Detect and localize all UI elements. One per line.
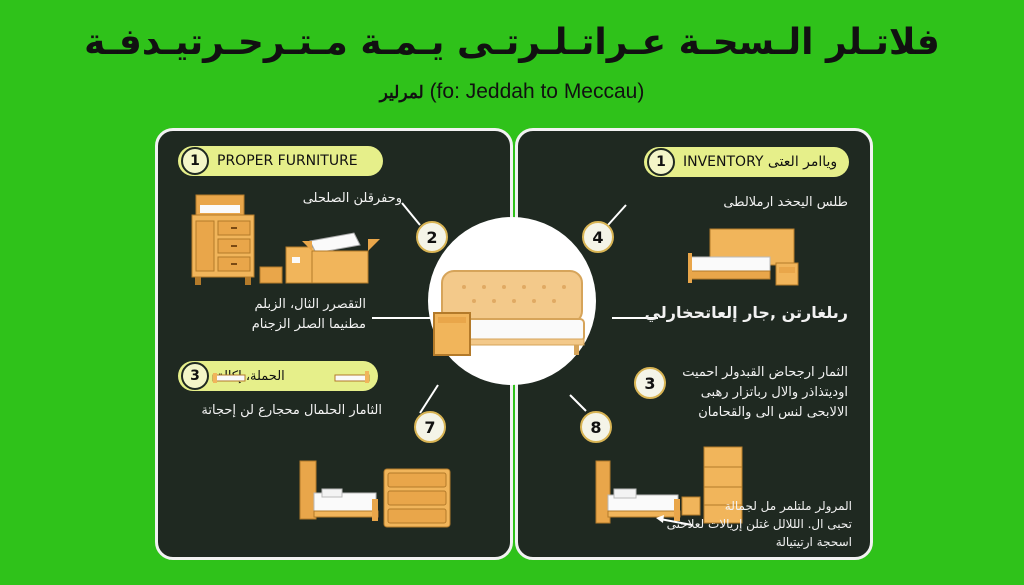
left-pill-1-number: 1 <box>181 147 209 175</box>
left-step-badge-2: 2 <box>416 221 448 253</box>
right-step-badge-8: 8 <box>580 411 612 443</box>
right-pill-inventory: 1 INVENTORY وياامر العتى <box>644 147 849 177</box>
dresser-illustration <box>191 194 255 285</box>
left-text-b-line-2: مطنيما الصلر الزجنام <box>251 317 366 332</box>
right-text-d-line-3: اسحجة ارتيتيالة <box>775 535 852 549</box>
right-text-b: رىلغارتن ,جار إلعاتحخارلي <box>644 303 848 322</box>
bed-nightstand-bookshelf-illustration <box>595 446 743 524</box>
pill-3-beds-icon <box>212 371 370 383</box>
page-subtitle: لمرلير (fo: Jeddah to Meccau) <box>0 80 1024 104</box>
right-leader-lines <box>569 204 658 412</box>
subtitle-arabic-prefix: لمرلير <box>379 83 424 102</box>
subtitle-route: (fo: Jeddah to Meccau) <box>429 80 645 103</box>
left-text-c: الثامار الحلمال محجارع لن إحجاتة <box>201 403 382 418</box>
left-text-b-line-1: التقصرر الثال، الزبلم <box>254 297 366 312</box>
upholstered-bed-center-illustration <box>433 270 585 356</box>
right-pill-1-label: INVENTORY وياامر العتى <box>683 154 838 170</box>
packing-boxes-illustration <box>259 232 380 284</box>
left-step-badge-7: 7 <box>414 411 446 443</box>
right-pill-1-number: 1 <box>647 148 675 176</box>
bed-illustration <box>299 460 379 521</box>
right-text-c-line-2: اوديتذاذر والال رباتزار رهبى <box>700 385 848 400</box>
right-text-a: طلس اليحخد ارملالطى <box>723 195 848 210</box>
left-pill-3-number: 3 <box>181 362 209 390</box>
right-text-c-line-1: الثمار ارجحاض القبدولر احميت <box>682 365 848 380</box>
left-leader-line-2 <box>372 202 439 414</box>
right-text-c-line-3: الالابحى لنس الى والقحامان <box>698 405 848 420</box>
right-text-d-line-1: المرولر ملتلمر مل لجمالة <box>724 499 852 513</box>
right-text-d-line-2: تحبى ال. الللالل غتلن إريالات لعلاحتى <box>666 517 852 531</box>
pointer-arrow <box>656 515 693 526</box>
center-circle <box>428 217 596 385</box>
left-pill-proper-furniture: 1 PROPER FURNITURE <box>178 146 383 176</box>
left-pill-1-label: PROPER FURNITURE <box>217 153 358 169</box>
bedroom-set-illustration <box>688 228 799 286</box>
right-step-badge-4: 4 <box>582 221 614 253</box>
left-text-a: وحفرقلن الصلحلى <box>302 191 402 206</box>
page-title: فلاتـلر الـسحـة عـراتـلـرتـى يـمـة مـتـر… <box>84 22 940 63</box>
right-step-badge-3: 3 <box>634 367 666 399</box>
chest-of-drawers-illustration <box>383 468 451 528</box>
